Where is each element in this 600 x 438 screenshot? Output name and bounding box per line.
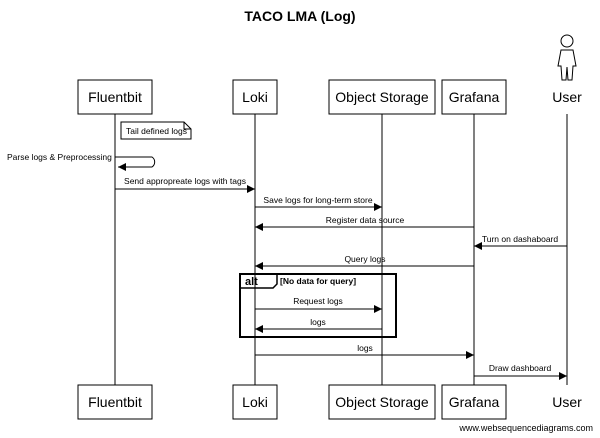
- participants-top: Fluentbit Loki Object Storage Grafana Us…: [77, 34, 582, 115]
- message-register-data-source: Register data source: [255, 215, 474, 231]
- participant-label: Grafana: [449, 394, 500, 410]
- message-label: Request logs: [293, 296, 343, 306]
- participant-fluentbit: Fluentbit: [77, 79, 153, 115]
- participant-label: Fluentbit: [88, 394, 142, 410]
- participant-label: Grafana: [449, 89, 500, 105]
- message-logs-from-storage: logs: [255, 317, 382, 333]
- message-request-logs: Request logs: [255, 296, 382, 313]
- message-label: Save logs for long-term store: [263, 195, 372, 205]
- stick-figure-icon: [557, 34, 577, 81]
- message-send-logs: Send appropreate logs with tags: [115, 176, 255, 193]
- message-label: Query logs: [344, 254, 385, 264]
- participant-storage-bottom: Object Storage: [328, 384, 436, 420]
- message-label: Send appropreate logs with tags: [124, 176, 246, 186]
- participant-label: Fluentbit: [88, 89, 142, 105]
- alt-keyword: alt: [245, 276, 258, 288]
- message-label: Turn on dashaboard: [482, 234, 559, 244]
- message-label: logs: [357, 343, 373, 353]
- alt-condition: [No data for query]: [280, 276, 356, 286]
- message-save-logs: Save logs for long-term store: [255, 195, 382, 211]
- participant-label: User: [552, 89, 582, 105]
- participant-label: User: [552, 394, 582, 410]
- participant-label: Loki: [242, 394, 268, 410]
- note-text: Tail defined logs: [126, 126, 187, 136]
- footer-credit: www.websequencediagrams.com: [458, 423, 593, 433]
- message-turn-on-dashboard: Turn on dashaboard: [474, 234, 567, 250]
- message-query-logs: Query logs: [255, 254, 474, 270]
- note-tail-defined-logs: Tail defined logs: [120, 121, 192, 140]
- participant-label: Object Storage: [335, 394, 429, 410]
- participant-loki-bottom: Loki: [232, 384, 278, 420]
- alt-fragment: alt [No data for query]: [239, 273, 397, 338]
- participant-loki: Loki: [232, 79, 278, 115]
- message-logs-to-grafana: logs: [255, 343, 474, 359]
- participant-fluentbit-bottom: Fluentbit: [77, 384, 153, 420]
- diagram-title: TACO LMA (Log): [244, 8, 355, 24]
- message-label: Draw dashboard: [489, 363, 552, 373]
- message-label: logs: [310, 317, 326, 327]
- lifelines: [114, 114, 568, 385]
- participant-grafana: Grafana: [441, 79, 507, 115]
- participant-label: Loki: [242, 89, 268, 105]
- participant-label: Object Storage: [335, 89, 429, 105]
- message-label: Register data source: [326, 215, 405, 225]
- participant-user: User: [552, 34, 582, 105]
- message-parse-logs: Parse logs & Preprocessing: [7, 152, 156, 171]
- participant-grafana-bottom: Grafana: [441, 384, 507, 420]
- message-draw-dashboard: Draw dashboard: [474, 363, 567, 380]
- participant-storage: Object Storage: [328, 79, 436, 115]
- participants-bottom: Fluentbit Loki Object Storage Grafana Us…: [77, 384, 582, 420]
- message-label: Parse logs & Preprocessing: [7, 152, 112, 162]
- participant-user-bottom: User: [552, 394, 582, 410]
